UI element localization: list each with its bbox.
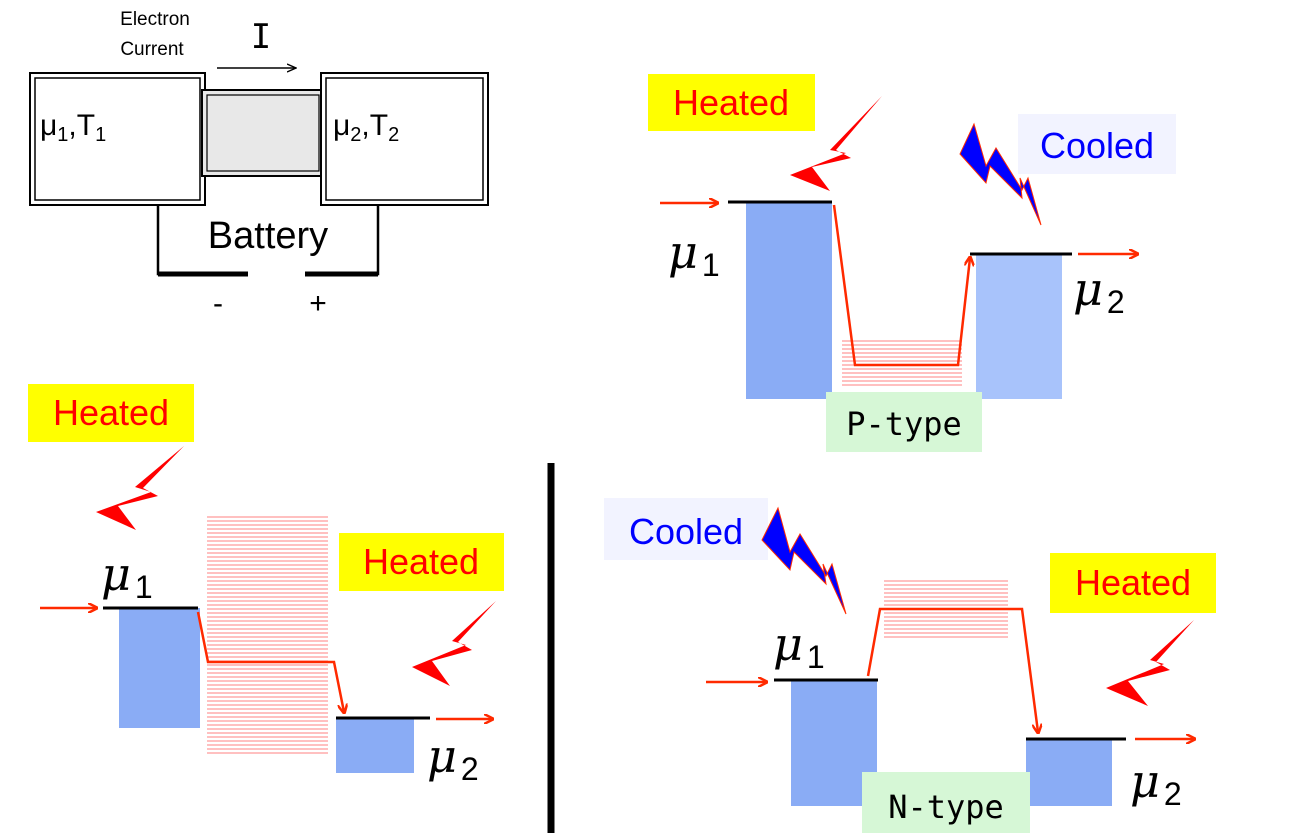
lightning-bolt-red-icon <box>412 601 496 686</box>
circuit: Electron Current I μ1,T1 μ2,T2 Battery -… <box>29 9 489 320</box>
heated-label-bg <box>648 74 815 131</box>
cooled-label-bg <box>604 498 768 560</box>
lightning-bolt-red-icon <box>1106 620 1194 706</box>
heated-label: Heated <box>673 82 789 123</box>
type-label-bg <box>862 772 1030 833</box>
lightning-bolt-red-icon <box>96 446 184 530</box>
heated-right-label-bg <box>339 533 504 591</box>
electron-path <box>832 204 970 367</box>
cooled-label: Cooled <box>629 511 743 552</box>
heated-label: Heated <box>1075 562 1191 603</box>
conductor-bar <box>201 89 325 177</box>
minus-label: - <box>213 287 223 320</box>
electron-path <box>866 607 1038 732</box>
lightning-bolt-blue-icon <box>761 506 847 615</box>
reservoir-right <box>336 718 414 773</box>
lightning-bolt-blue-icon <box>959 122 1042 226</box>
cooled-label: Cooled <box>1040 125 1154 166</box>
cooled-label-bg <box>1018 114 1176 174</box>
heated-left-label: Heated <box>53 392 169 433</box>
right-reservoir-box <box>320 72 489 206</box>
current-symbol: I <box>251 17 271 57</box>
heated-right-label: Heated <box>363 541 479 582</box>
hatched-band <box>207 516 328 754</box>
reservoir-right <box>976 254 1062 399</box>
battery-label: Battery <box>208 215 328 257</box>
heated-label-bg <box>1050 553 1216 613</box>
reservoir-right <box>1026 739 1112 806</box>
reservoir-left <box>746 202 832 399</box>
reservoir-left <box>119 608 200 728</box>
type-label-bg <box>826 392 982 452</box>
electron-path <box>196 611 344 712</box>
plus-label: + <box>309 287 327 320</box>
type-label: P-type <box>846 405 962 443</box>
electron-current-label-line1: Electron <box>120 9 190 30</box>
heated-left-label-bg <box>28 384 194 442</box>
electron-current-label-line2: Current <box>120 39 184 60</box>
type-label: N-type <box>888 788 1004 826</box>
left-box-label: μ1,T1 <box>40 109 106 146</box>
right-box-label: μ2,T2 <box>333 109 399 146</box>
